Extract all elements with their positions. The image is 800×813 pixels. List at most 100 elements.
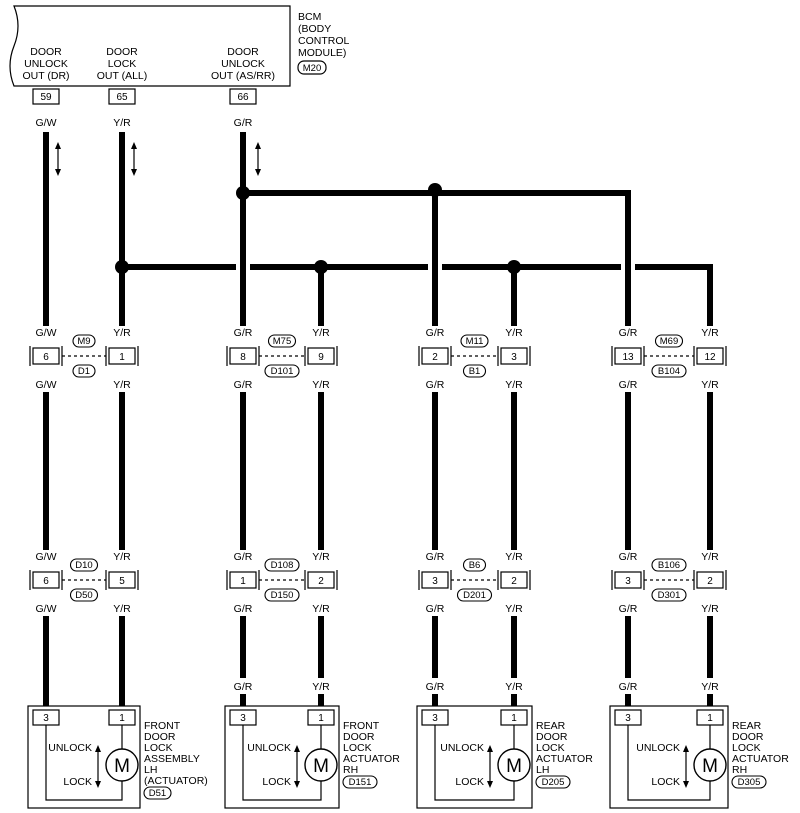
bcm-pin-66: 66 xyxy=(237,92,249,103)
bcm-out1-line-3: OUT (DR) xyxy=(22,70,69,82)
connector-badge xyxy=(462,364,487,378)
wire-color-label: Y/R xyxy=(312,379,330,391)
unlock-label: UNLOCK xyxy=(247,742,291,754)
actuator-name-line: REAR xyxy=(732,720,762,732)
motor-icon: M xyxy=(497,748,531,782)
bcm-pin-box xyxy=(229,88,257,105)
pin-box xyxy=(32,571,60,589)
connector-badge xyxy=(731,775,767,789)
actuator-name-line: (ACTUATOR) xyxy=(144,775,208,787)
connector-badge xyxy=(267,334,297,348)
wire-color-label: Y/R xyxy=(312,551,330,563)
wire-color-label: Y/R xyxy=(701,603,719,615)
connector-id: B1 xyxy=(469,366,481,377)
connector-badge xyxy=(535,775,571,789)
connector-id: M9 xyxy=(77,336,90,347)
wire-color-label: Y/R xyxy=(312,681,330,693)
actuator-name-line: LOCK xyxy=(144,742,173,754)
bcm-out3-line-3: OUT (AS/RR) xyxy=(211,70,275,82)
pin-box xyxy=(32,347,60,365)
connector-badge xyxy=(651,558,687,572)
wire-color-label: Y/R xyxy=(312,327,330,339)
lock-direction-arrow-icon xyxy=(487,745,493,788)
bcm-out2-line-2: LOCK xyxy=(108,58,137,70)
signal-direction-arrows xyxy=(55,142,261,176)
connector-badge xyxy=(69,558,99,572)
wire-color-label: Y/R xyxy=(312,603,330,615)
bcm-wire-color: G/W xyxy=(36,117,57,129)
connector-badge xyxy=(654,334,684,348)
wire-color-label: G/R xyxy=(426,327,445,339)
pin-number: 5 xyxy=(119,576,125,587)
bcm-module: BCM (BODY CONTROL MODULE) M20 DOOR UNLOC… xyxy=(9,5,349,129)
bcm-connector-id: M20 xyxy=(303,63,321,74)
wire-color-label: G/W xyxy=(36,379,57,391)
pin-number: 6 xyxy=(43,352,49,363)
pin-box xyxy=(614,571,642,589)
pin-number: 1 xyxy=(119,352,125,363)
bidirectional-arrow-icon xyxy=(255,142,261,176)
bcm-outline xyxy=(9,5,291,87)
connector-id: D108 xyxy=(271,560,294,571)
pin-box xyxy=(421,347,449,365)
pin-box xyxy=(229,347,257,365)
connector-badge xyxy=(462,558,487,572)
unlock-label: UNLOCK xyxy=(636,742,680,754)
actuator-name-line: DOOR xyxy=(732,731,764,743)
connector-id: D10 xyxy=(75,560,92,571)
actuator-connector-id: D205 xyxy=(542,777,565,788)
connector-badge xyxy=(72,364,96,378)
wire-color-label: Y/R xyxy=(505,551,523,563)
pin-number: 3 xyxy=(43,713,49,724)
wire-color-label: Y/R xyxy=(701,327,719,339)
motor-symbol: M xyxy=(702,756,718,777)
wire-color-label: G/R xyxy=(234,379,253,391)
bcm-out1-line-2: UNLOCK xyxy=(24,58,68,70)
bcm-title-line-4: MODULE) xyxy=(298,47,346,59)
internal-wire xyxy=(45,725,123,801)
bcm-pin-box xyxy=(108,88,136,105)
connector-id: B104 xyxy=(658,366,680,377)
pin-number: 3 xyxy=(625,713,631,724)
pin-number: 12 xyxy=(704,352,716,363)
internal-wire xyxy=(242,725,322,801)
pin-number: 1 xyxy=(240,576,246,587)
pin-number: 8 xyxy=(240,352,246,363)
wire-color-label: G/R xyxy=(234,551,253,563)
connector-id: B106 xyxy=(658,560,680,571)
actuator-name-line: DOOR xyxy=(536,731,568,743)
pin-number: 1 xyxy=(511,713,517,724)
actuator-name-line: REAR xyxy=(536,720,566,732)
pin-number: 2 xyxy=(432,352,438,363)
actuator-name-line: FRONT xyxy=(343,720,380,732)
connector-badge xyxy=(264,588,300,602)
splice-point xyxy=(314,260,328,274)
wire-color-label: G/R xyxy=(426,681,445,693)
motor-icon: M xyxy=(304,748,338,782)
connector-id: D150 xyxy=(271,590,294,601)
lock-direction-arrow-icon xyxy=(294,745,300,788)
connector-id: M75 xyxy=(273,336,291,347)
actuator-name-line: LOCK xyxy=(343,742,372,754)
wire-color-label: G/R xyxy=(619,379,638,391)
lock-label: LOCK xyxy=(63,776,92,788)
lock-label: LOCK xyxy=(455,776,484,788)
splice-points xyxy=(115,183,521,274)
wire-color-label: Y/R xyxy=(113,603,131,615)
unlock-label: UNLOCK xyxy=(440,742,484,754)
splice-point xyxy=(115,260,129,274)
wire-color-label: G/W xyxy=(36,603,57,615)
bcm-connector-badge xyxy=(297,60,327,75)
connector-badge xyxy=(342,775,378,789)
wire-color-label: G/R xyxy=(234,327,253,339)
actuator-name-line: ACTUATOR xyxy=(343,753,400,765)
lock-label: LOCK xyxy=(651,776,680,788)
